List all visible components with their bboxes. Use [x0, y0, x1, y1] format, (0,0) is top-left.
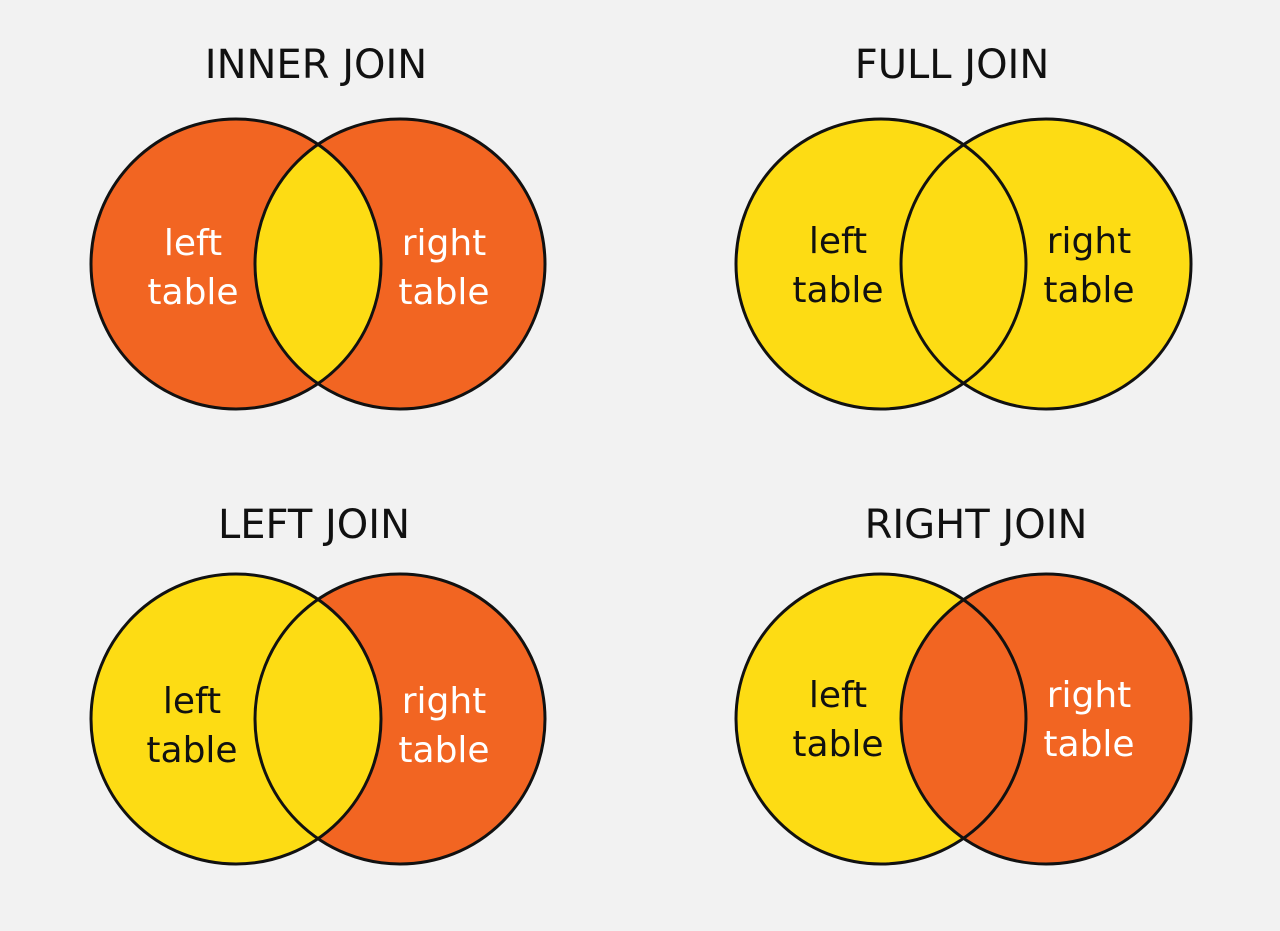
- inner-join-right-circle-outline: [253, 117, 547, 411]
- right-join-diagram: RIGHT JOIN left table right table: [734, 502, 1193, 866]
- left-join-left-table-label: left table: [146, 681, 237, 771]
- inner-join-left-label-line: table: [147, 272, 238, 313]
- left-join-overlap-region: [255, 574, 381, 864]
- left-join-diagram: LEFT JOIN left table right table: [89, 502, 547, 866]
- full-join-diagram: FULL JOIN left table right table: [734, 42, 1193, 411]
- inner-join-right-label-line: table: [398, 272, 489, 313]
- inner-join-right-table-label: right table: [398, 223, 489, 313]
- left-join-right-label-line: right: [402, 681, 487, 722]
- full-join-right-table-label: right table: [1043, 221, 1134, 311]
- right-join-right-circle-outline: [899, 572, 1193, 866]
- inner-join-right-label-line: right: [402, 223, 487, 264]
- right-join-title: RIGHT JOIN: [865, 502, 1088, 548]
- inner-join-overlap-region: [255, 119, 381, 409]
- left-join-left-circle-outline: [89, 572, 383, 866]
- inner-join-left-label-line: left: [164, 223, 222, 264]
- inner-join-left-circle-outline: [89, 117, 383, 411]
- right-join-right-label-line: right: [1047, 675, 1132, 716]
- right-join-left-label-line: left: [809, 675, 867, 716]
- left-join-title: LEFT JOIN: [218, 502, 410, 548]
- right-join-left-table-label: left table: [792, 675, 883, 765]
- full-join-overlap-region: [901, 119, 1026, 409]
- left-join-right-label-line: table: [398, 730, 489, 771]
- left-join-right-circle-outline: [253, 572, 547, 866]
- full-join-right-circle-outline: [899, 117, 1193, 411]
- full-join-left-label-line: table: [792, 270, 883, 311]
- right-join-overlap-region: [901, 574, 1026, 864]
- right-join-left-circle-outline: [734, 572, 1028, 866]
- right-join-right-table-label: right table: [1043, 675, 1134, 765]
- right-join-right-label-line: table: [1043, 724, 1134, 765]
- full-join-left-circle-outline: [734, 117, 1028, 411]
- left-join-right-table-label: right table: [398, 681, 489, 771]
- full-join-right-label-line: table: [1043, 270, 1134, 311]
- full-join-left-label-line: left: [809, 221, 867, 262]
- full-join-right-label-line: right: [1047, 221, 1132, 262]
- right-join-left-label-line: table: [792, 724, 883, 765]
- left-join-left-label-line: table: [146, 730, 237, 771]
- inner-join-left-table-label: left table: [147, 223, 238, 313]
- inner-join-title: INNER JOIN: [205, 42, 427, 88]
- left-join-left-label-line: left: [163, 681, 221, 722]
- full-join-left-table-label: left table: [792, 221, 883, 311]
- inner-join-diagram: INNER JOIN left table right table: [89, 42, 547, 411]
- full-join-title: FULL JOIN: [855, 42, 1050, 88]
